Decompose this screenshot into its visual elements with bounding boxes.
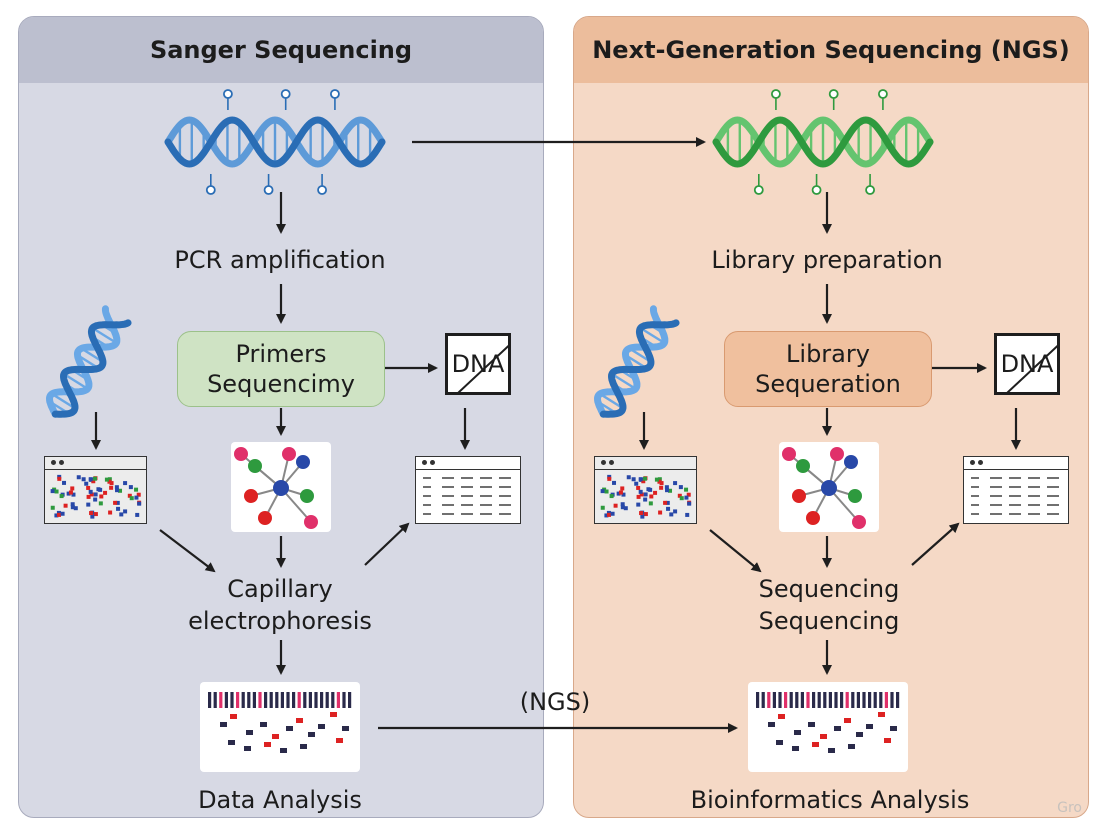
sanger-dna-icon: DNA xyxy=(445,333,511,395)
sanger-gel-dots xyxy=(50,474,142,519)
pcr-amplification-label: PCR amplification xyxy=(174,246,386,274)
ngs-dna-helix-icon xyxy=(712,89,934,195)
sanger-table-lines xyxy=(423,477,511,515)
data-analysis-label: Data Analysis xyxy=(198,786,362,814)
library-box-line2: Sequeration xyxy=(755,370,901,398)
primers-box-line1: Primers xyxy=(235,340,327,368)
sanger-table-window-icon xyxy=(415,456,521,524)
library-preparation-label: Library preparation xyxy=(711,246,943,274)
flow-arrows xyxy=(91,137,1021,733)
capillary-label-line2: electrophoresis xyxy=(188,607,372,635)
ngs-dna-icon: DNA xyxy=(994,333,1060,395)
sanger-diagonal-dna-icon xyxy=(46,305,132,418)
bioinformatics-analysis-label: Bioinformatics Analysis xyxy=(690,786,970,814)
watermark: Gro xyxy=(1057,800,1082,816)
ngs-gel-dots xyxy=(600,474,692,519)
sequencing-label-line1: Sequencing xyxy=(758,575,900,603)
sanger-panel-title: Sanger Sequencing xyxy=(19,17,543,83)
library-sequeration-box: Library Sequeration xyxy=(724,331,932,407)
sequencing-label-line2: Sequencing xyxy=(758,607,900,635)
primers-box-line2: Sequencimy xyxy=(207,370,355,398)
ngs-connector-label: (NGS) xyxy=(519,688,591,716)
ngs-table-lines xyxy=(971,477,1059,515)
ngs-sequence-readout xyxy=(756,692,900,753)
ngs-molecule-icon xyxy=(782,447,866,529)
library-box-line1: Library xyxy=(786,340,870,368)
ngs-diagonal-dna-icon xyxy=(594,305,680,418)
sanger-sequence-readout xyxy=(208,692,352,753)
sanger-dna-helix-icon xyxy=(164,89,386,195)
ngs-panel-title: Next-Generation Sequencing (NGS) xyxy=(574,17,1088,83)
sanger-molecule-icon xyxy=(234,447,318,529)
ngs-table-window-icon xyxy=(963,456,1069,524)
capillary-label-line1: Capillary xyxy=(227,575,333,603)
primers-sequencing-box: Primers Sequencimy xyxy=(177,331,385,407)
